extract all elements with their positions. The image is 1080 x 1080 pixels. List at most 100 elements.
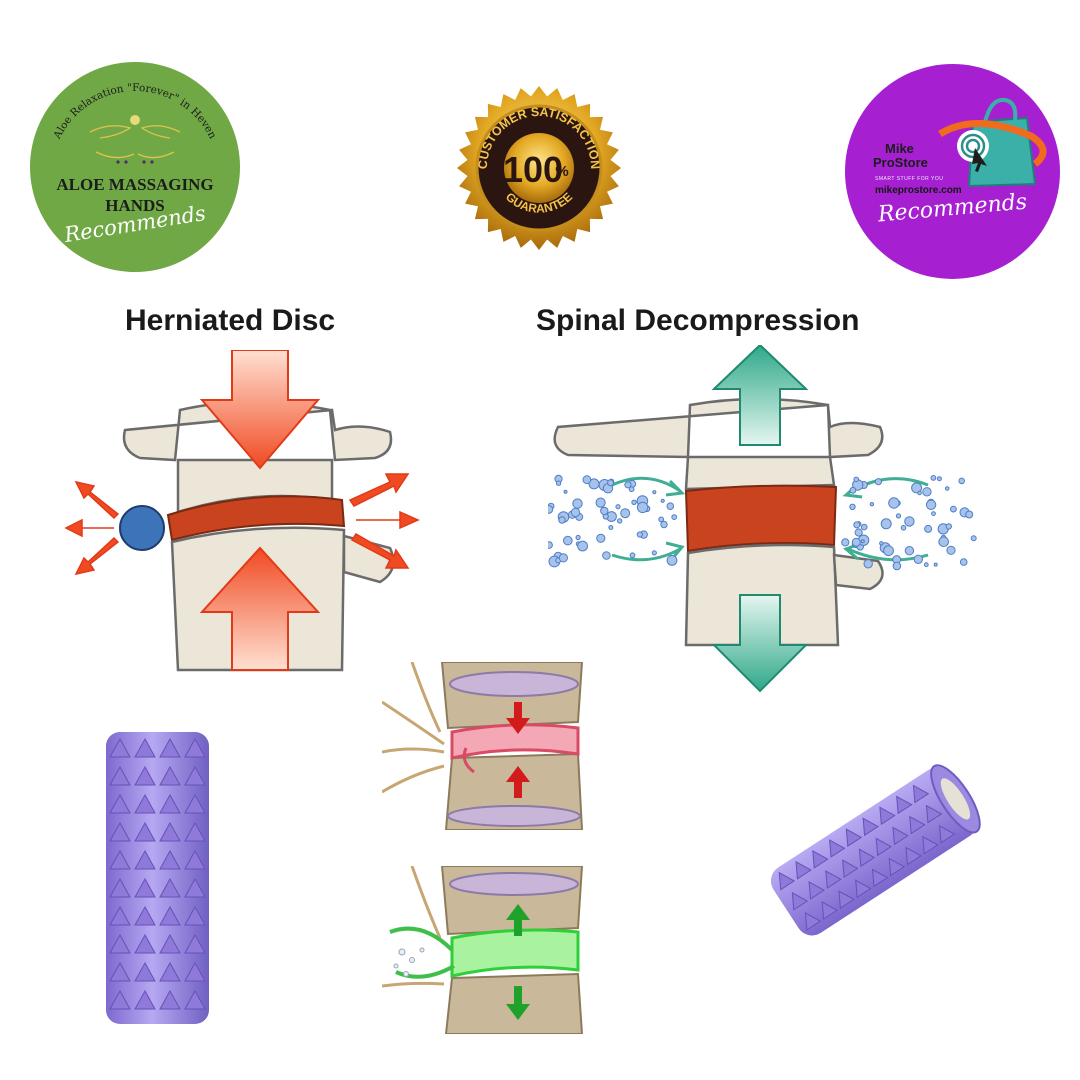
roller-spike <box>109 737 131 758</box>
roller-spike <box>909 815 926 835</box>
roller-spike <box>821 901 839 920</box>
roller-spike <box>184 905 206 926</box>
roller-spike <box>109 765 131 786</box>
roller-spike <box>159 793 181 814</box>
roller-spike <box>184 877 206 898</box>
roller-spike <box>879 806 896 826</box>
bubble <box>946 545 956 555</box>
bubble <box>628 486 635 493</box>
bubble <box>923 562 929 568</box>
mike-tagline: SMART STUFF FOR YOU <box>875 176 944 182</box>
bubble <box>651 550 657 556</box>
roller-spike <box>845 828 863 847</box>
roller-spike <box>184 793 206 814</box>
bubble <box>548 541 553 549</box>
outward-pressure-right-icons <box>348 473 420 569</box>
roller-spike <box>184 989 206 1010</box>
bubble <box>600 506 609 516</box>
bubble <box>596 533 606 543</box>
compressed-disc <box>450 723 580 760</box>
bubble <box>666 555 678 566</box>
decompression-green-arrows-icon <box>506 904 530 1020</box>
bubble <box>888 497 900 509</box>
foam-roller-vertical-image <box>106 732 209 1024</box>
bubble <box>671 514 678 521</box>
bubble <box>853 476 860 483</box>
bubble <box>595 497 606 508</box>
bubble <box>636 501 649 514</box>
bubble <box>660 498 665 503</box>
restored-disc-shape <box>684 484 838 553</box>
bubble <box>925 499 937 511</box>
foam-roller-angled-image <box>770 764 981 936</box>
roller-spike <box>184 849 206 870</box>
roller-spike <box>875 837 893 857</box>
bubble <box>944 486 950 491</box>
bubble <box>582 475 592 485</box>
bubble <box>629 552 636 559</box>
roller-spike <box>159 961 181 982</box>
bubble <box>620 508 631 519</box>
roller-spike <box>855 879 872 899</box>
bubble <box>936 476 942 482</box>
bubble <box>853 521 861 529</box>
roller-spike <box>825 870 842 889</box>
roller-spike <box>922 835 939 855</box>
roller-spike <box>184 821 206 842</box>
bubble <box>570 507 581 518</box>
mike-prostore-name: Mike ProStore <box>873 142 928 170</box>
fluid-flow-green-icon <box>389 926 455 979</box>
roller-spike <box>134 793 156 814</box>
bubble <box>562 535 573 546</box>
bubble <box>624 481 632 489</box>
moon-dots-icon <box>116 158 154 167</box>
bubble <box>575 534 581 541</box>
bubble <box>548 505 554 514</box>
bubble <box>652 490 657 495</box>
aloe-massaging-hands-badge: Aloe Relaxation "Forever" in Heven ALOE … <box>30 62 240 272</box>
spinal-decompression-title: Spinal Decompression <box>536 304 860 337</box>
bubble <box>900 525 907 531</box>
bubble <box>904 546 915 556</box>
roller-spike <box>939 824 956 844</box>
roller-spike <box>791 891 809 911</box>
roller-spike <box>134 905 156 926</box>
herniated-disc-shape <box>166 495 346 542</box>
roller-spike <box>842 859 859 878</box>
satisfaction-guarantee-seal: CUSTOMER SATISFACTION GUARANTEE 100 % <box>457 86 621 250</box>
spinal-decompression-diagram <box>548 345 977 693</box>
decomp-nerve-roots-icon <box>382 866 445 988</box>
aloe-badge-artwork: Aloe Relaxation "Forever" in Heven <box>51 82 219 167</box>
roller-spike <box>159 765 181 786</box>
bubble <box>588 478 600 490</box>
outward-pressure-left-icons <box>64 480 120 576</box>
roller-spike <box>159 849 181 870</box>
compression-arrow-down-icon <box>199 350 321 470</box>
roller-spike <box>184 737 206 758</box>
roller-spike <box>912 784 930 804</box>
roller-spike <box>838 890 855 910</box>
bubble <box>841 538 850 547</box>
restored-disc <box>450 928 580 978</box>
roller-spike <box>134 989 156 1010</box>
roller-spike <box>159 905 181 926</box>
bubble <box>558 553 568 563</box>
mike-name-line2: ProStore <box>873 155 928 170</box>
compression-arrow-up-icon <box>199 546 321 671</box>
bubble <box>922 487 932 497</box>
seal-number: 100 <box>503 149 563 190</box>
bubble <box>959 558 968 566</box>
roller-spike <box>795 860 812 880</box>
bubble <box>958 477 966 485</box>
bubble <box>851 537 861 547</box>
bubble <box>608 525 614 530</box>
mike-prostore-badge: Mike ProStore SMART STUFF FOR YOU mikepr… <box>845 64 1060 279</box>
hands-logo-icon <box>89 115 181 159</box>
bubble <box>658 516 665 523</box>
bubble <box>666 502 675 510</box>
roller-spike <box>159 821 181 842</box>
bubble <box>660 520 668 529</box>
bubble <box>849 486 857 494</box>
fluid-bubbles-left-icon <box>548 474 678 568</box>
herniated-disc-title: Herniated Disc <box>125 304 336 337</box>
